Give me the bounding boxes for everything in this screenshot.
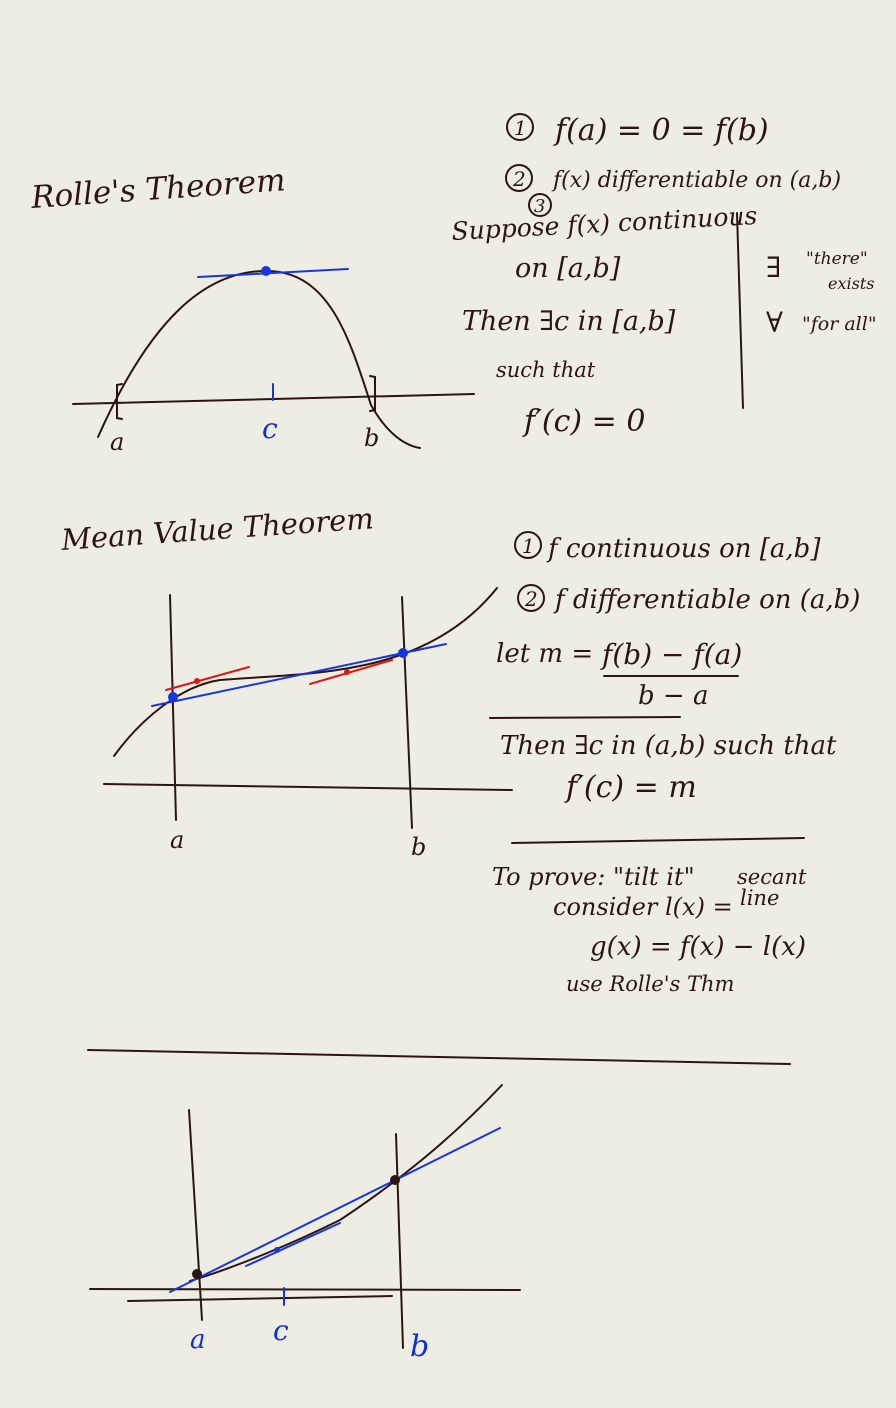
bottom-x-axis-1 (89, 1288, 521, 1291)
forall-symbol: ∀ (766, 306, 783, 339)
bottom-vertical-b (395, 1133, 404, 1349)
rolle-bracket-left (116, 383, 123, 420)
exists-symbol: ∃ (766, 251, 781, 284)
rolle-hyp3-number: 3 (534, 196, 545, 217)
mvt-gx: g(x) = f(x) − l(x) (590, 932, 806, 962)
mvt-hyp1: f continuous on [a,b] (546, 534, 821, 564)
rolle-hyp2: f(x) differentiable on (a,b) (551, 168, 841, 193)
mvt-slope-numerator: f(b) − f(a) (600, 638, 742, 671)
rolle-hyp1: f(a) = 0 = f(b) (553, 113, 769, 148)
bottom-tangent-line (245, 1222, 341, 1267)
mvt-label-a: a (170, 826, 184, 854)
rolle-label-c: c (262, 412, 278, 445)
rolle-tangent-point (261, 266, 271, 276)
mvt-consider: consider l(x) = (553, 893, 733, 921)
bottom-x-axis-2 (127, 1295, 393, 1302)
bottom-point-a (192, 1269, 202, 1279)
section-separator (87, 1049, 791, 1065)
bottom-point-c (274, 1247, 280, 1253)
mvt-point-a (168, 692, 178, 702)
rolle-horizontal-tangent (197, 268, 349, 278)
mvt-hyp1-number: 1 (522, 534, 535, 558)
mvt-tangent-red-right (309, 659, 393, 685)
rolle-hyp2-number-circle (505, 164, 533, 192)
forall-text: "for all" (802, 313, 877, 335)
exists-text-there: "there" (806, 249, 868, 269)
mvt-x-axis (103, 783, 513, 791)
bottom-label-b: b (410, 1329, 429, 1364)
mvt-point-b (398, 648, 408, 658)
mvt-secant-line (151, 643, 447, 707)
rolle-notes-divider (736, 212, 744, 409)
rolle-label-a: a (110, 428, 124, 456)
rolle-conclusion: f′(c) = 0 (522, 404, 645, 439)
mvt-secant-word-2: line (740, 886, 779, 910)
mvt-tangent-red-left (165, 666, 250, 691)
rolle-label-b: b (364, 424, 379, 452)
mvt-label-b: b (411, 833, 426, 861)
mvt-divider-2 (511, 837, 805, 844)
rolle-on-interval: on [a,b] (515, 253, 621, 284)
mvt-hyp2: f differentiable on (a,b) (553, 585, 860, 615)
bottom-vertical-a (188, 1109, 203, 1321)
rolle-such-that: such that (496, 358, 596, 382)
mvt-title: Mean Value Theorem (59, 501, 375, 557)
mvt-vertical-a (169, 594, 177, 821)
mvt-conclusion: f′(c) = m (564, 770, 697, 805)
bottom-secant-line (169, 1127, 501, 1293)
rolle-hyp3-number-circle (528, 193, 552, 217)
mvt-secant-word-1: secant (737, 865, 807, 889)
rolle-function-curve (97, 269, 421, 449)
bottom-label-a: a (190, 1325, 206, 1355)
rolle-hyp1-number-circle (506, 113, 534, 141)
rolle-title: Rolle's Theorem (29, 162, 287, 216)
mvt-red-point-left (194, 678, 200, 684)
rolle-suppose: Suppose f(x) continuous (451, 201, 758, 246)
mvt-to-prove: To prove: "tilt it" (492, 863, 695, 891)
bottom-label-c: c (273, 1314, 289, 1347)
mvt-then: Then ∃c in (a,b) such that (500, 731, 837, 761)
mvt-hyp2-number: 2 (524, 587, 538, 611)
exists-text-exists: exists (828, 274, 874, 293)
rolle-hyp2-number: 2 (512, 167, 526, 191)
mvt-red-point-right (344, 669, 350, 675)
mvt-use-rolle: use Rolle's Thm (566, 972, 734, 996)
mvt-hyp1-number-circle (514, 531, 542, 559)
mvt-slope-denominator: b − a (638, 681, 708, 711)
mvt-let-m: let m = (496, 639, 593, 669)
rolle-then: Then ∃c in [a,b] (462, 306, 676, 337)
mvt-hyp2-number-circle (517, 584, 545, 612)
rolle-bracket-right (369, 375, 376, 412)
mvt-vertical-b (401, 596, 413, 829)
mvt-divider-1 (489, 716, 681, 719)
bottom-point-b (390, 1175, 400, 1185)
rolle-hyp1-number: 1 (514, 116, 527, 140)
bottom-function-curve (189, 1084, 503, 1282)
